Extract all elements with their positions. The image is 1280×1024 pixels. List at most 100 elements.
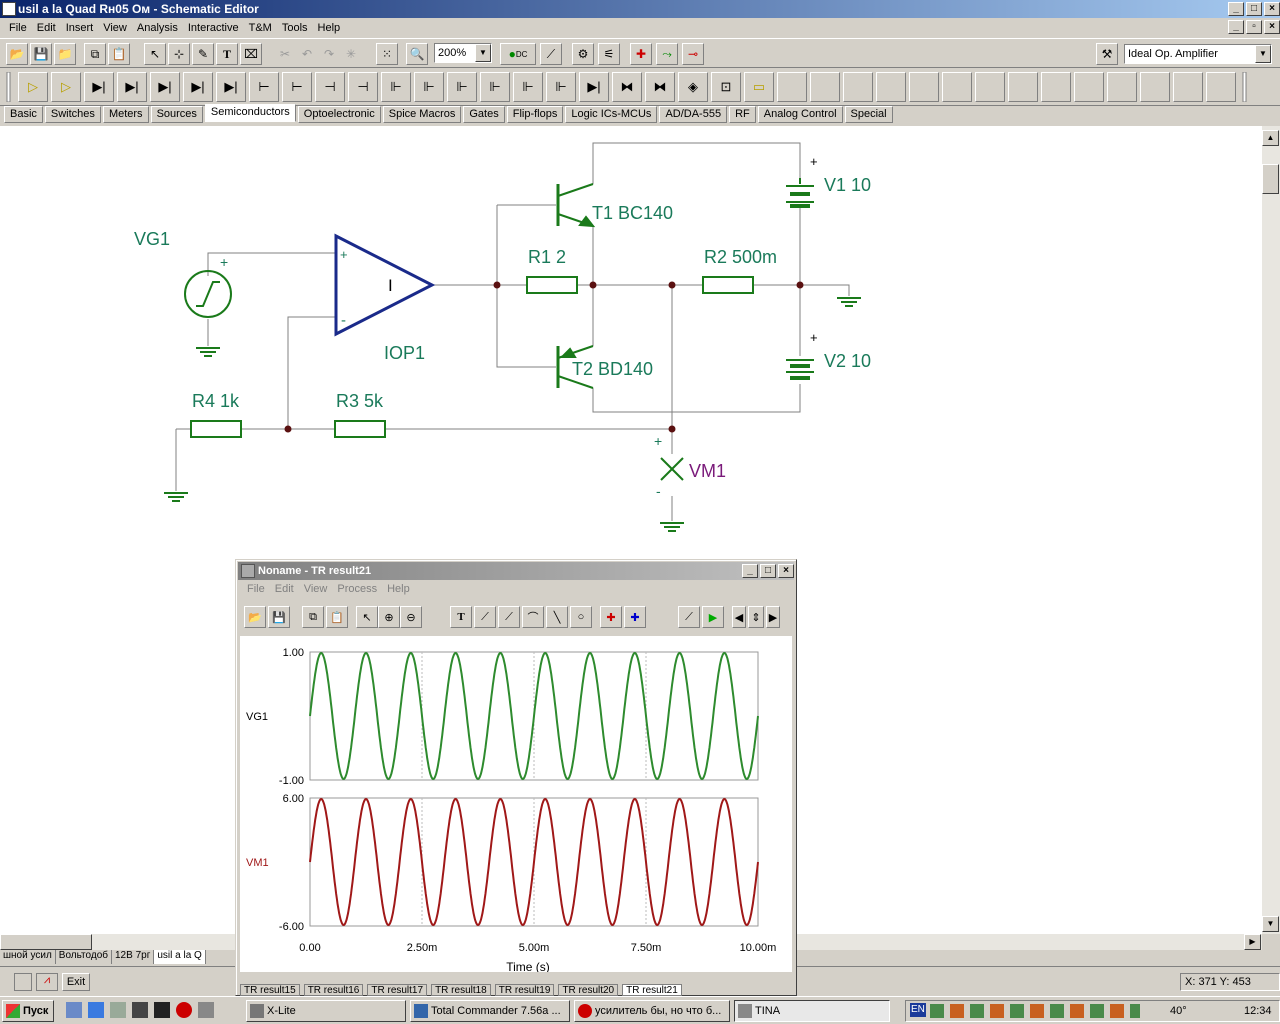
opamp-symbol[interactable] (334, 233, 436, 337)
paste-icon[interactable]: 📋 (326, 606, 348, 628)
scroll-up-icon[interactable]: ▲ (1262, 130, 1279, 146)
menu-file[interactable]: File (9, 21, 27, 34)
result-close-button[interactable]: × (778, 564, 794, 578)
tab-flip-flops[interactable]: Flip-flops (506, 106, 564, 123)
mdi-restore-button[interactable]: ▫ (1246, 20, 1262, 34)
menu-help[interactable]: Help (317, 21, 341, 34)
undo-icon[interactable]: ↶ (301, 47, 313, 61)
mosfet1-icon[interactable]: ⊩ (381, 72, 411, 102)
npn-transistor-icon[interactable]: ⊢ (249, 72, 279, 102)
mdi-close-button[interactable]: × (1264, 20, 1280, 34)
circle-icon[interactable]: ○ (570, 606, 592, 628)
redo-icon[interactable]: ↷ (323, 47, 335, 61)
scr-icon[interactable]: ▶| (579, 72, 609, 102)
result-menu-edit[interactable]: Edit (274, 583, 294, 595)
mosfet2-icon[interactable]: ⊩ (414, 72, 444, 102)
run-icon[interactable]: ▶ (702, 606, 724, 628)
result-maximize-button[interactable]: □ (760, 564, 776, 578)
tab-basic[interactable]: Basic (4, 106, 43, 123)
tab-rf[interactable]: RF (729, 106, 756, 123)
tab-special[interactable]: Special (844, 106, 893, 123)
tab-semiconductors[interactable]: Semiconductors (204, 104, 296, 122)
line-icon[interactable]: ╲ (546, 606, 568, 628)
cursor-icon[interactable]: ⟋ (474, 606, 496, 628)
task-opera[interactable]: усилитель бы, но что б... (574, 1000, 730, 1022)
print-icon[interactable] (14, 973, 32, 991)
scroll-thumb[interactable] (1262, 164, 1279, 194)
up-down-icon[interactable]: ⇕ (748, 606, 764, 628)
task-xlite[interactable]: X-Lite (246, 1000, 406, 1022)
quick-launch-icon[interactable] (66, 1002, 82, 1018)
select-arrow-icon[interactable]: ↖ (144, 43, 166, 65)
diode5-icon[interactable]: ▶| (216, 72, 246, 102)
menu-insert[interactable]: Insert (65, 21, 94, 34)
pencil-icon[interactable]: ✎ (192, 43, 214, 65)
tab-sources[interactable]: Sources (150, 106, 203, 123)
menu-view[interactable]: View (103, 21, 127, 34)
opamp2-yellow-icon[interactable]: ▷ (51, 72, 81, 102)
zoom-icon[interactable]: 🔍 (406, 43, 428, 65)
hscroll-thumb[interactable] (0, 934, 92, 950)
menu-tools[interactable]: Tools (281, 21, 308, 34)
doc-tab[interactable]: шной усил (0, 950, 56, 964)
jfet-p-icon[interactable]: ⊣ (348, 72, 378, 102)
tab-adda[interactable]: AD/DA-555 (659, 106, 728, 123)
mosfet4-icon[interactable]: ⊩ (480, 72, 510, 102)
pnp-transistor-icon[interactable]: ⊢ (282, 72, 312, 102)
paste-icon[interactable]: 📋 (108, 43, 130, 65)
quick-launch-icon[interactable] (110, 1002, 126, 1018)
scroll-down-icon[interactable]: ▼ (1262, 916, 1279, 932)
red-probe-icon[interactable]: ⊸ (682, 43, 704, 65)
start-button[interactable]: Пуск (2, 1000, 54, 1022)
menu-analysis[interactable]: Analysis (136, 21, 178, 34)
ic-chip-icon[interactable]: ▭ (744, 72, 774, 102)
minimize-button[interactable]: _ (1228, 2, 1244, 16)
probe-icon[interactable]: ⟋ (540, 43, 562, 65)
quick-launch-icon[interactable] (198, 1002, 214, 1018)
dc-analysis-icon[interactable]: ●DC (500, 43, 536, 65)
diac-icon[interactable]: ⧓ (645, 72, 675, 102)
probe-icon[interactable]: ⟋ (678, 606, 700, 628)
zener-diode-icon[interactable]: ▶| (117, 72, 147, 102)
result-tab[interactable]: TR result18 (431, 984, 491, 996)
menu-tm[interactable]: T&M (248, 21, 272, 34)
result-tab[interactable]: TR result17 (367, 984, 428, 996)
ac-meter-icon[interactable]: ⚟ (598, 43, 620, 65)
mosfet5-icon[interactable]: ⊩ (513, 72, 543, 102)
chart-icon[interactable]: ⩘ (36, 973, 58, 991)
mosfet3-icon[interactable]: ⊩ (447, 72, 477, 102)
jfet-n-icon[interactable]: ⊣ (315, 72, 345, 102)
vertical-scrollbar[interactable]: ▲ ▼ (1262, 126, 1280, 934)
scroll-right-icon[interactable]: ▶ (1244, 934, 1261, 950)
tab-switches[interactable]: Switches (44, 106, 101, 123)
component-select[interactable]: Ideal Op. Amplifier▼ (1124, 44, 1272, 64)
tab-logic-ics[interactable]: Logic ICs-MCUs (565, 106, 658, 123)
cursor2-icon[interactable]: ⟋ (498, 606, 520, 628)
close-button[interactable]: × (1264, 2, 1280, 16)
opera-icon[interactable] (176, 1002, 192, 1018)
text-icon[interactable]: T (450, 606, 472, 628)
doc-tab[interactable]: Вольтодоб (56, 950, 112, 964)
save-icon[interactable]: 💾 (30, 43, 52, 65)
result-tab[interactable]: TR result19 (494, 984, 555, 996)
open-folder-icon[interactable]: 📂 (244, 606, 266, 628)
result-tab[interactable]: TR result15 (240, 984, 300, 996)
copy-icon[interactable]: ⧉ (84, 43, 106, 65)
zoom-select[interactable]: 200%▼ (434, 43, 492, 63)
maximize-button[interactable]: □ (1246, 2, 1262, 16)
result-menu-process[interactable]: Process (337, 583, 378, 595)
diode-box-icon[interactable]: ⊡ (711, 72, 741, 102)
diode3-icon[interactable]: ▶| (150, 72, 180, 102)
result-tab[interactable]: TR result21 (622, 984, 682, 996)
scroll-right-icon[interactable]: ▶ (766, 606, 780, 628)
quick-launch-icon[interactable] (154, 1002, 170, 1018)
result-menu-file[interactable]: File (247, 583, 265, 595)
cut-icon[interactable]: ✂ (279, 47, 291, 61)
doc-tab[interactable]: 12В 7рг (112, 950, 155, 964)
diode4-icon[interactable]: ▶| (183, 72, 213, 102)
quick-launch-icon[interactable] (132, 1002, 148, 1018)
bridge-rectifier-icon[interactable]: ◈ (678, 72, 708, 102)
clock[interactable]: 12:34 (1244, 1005, 1272, 1017)
curve-icon[interactable]: ⌒ (522, 606, 544, 628)
language-indicator[interactable]: EN (910, 1003, 926, 1017)
